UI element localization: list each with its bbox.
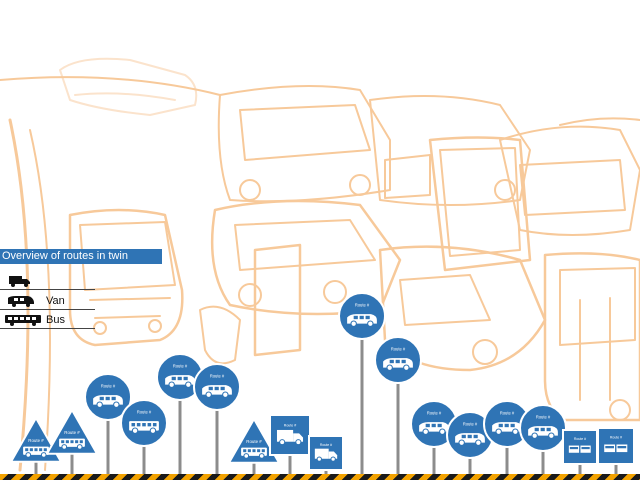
route-sign: Route # [84, 373, 132, 474]
sign-caption: Route # [137, 409, 152, 414]
bus-icon [129, 421, 159, 434]
sign-caption: Route # [610, 435, 622, 439]
legend-item-van: Van [0, 294, 95, 310]
route-sign: Route # [446, 411, 494, 474]
bus-pair-icon [604, 444, 628, 453]
van-icon [6, 294, 36, 313]
sign-plate-square [269, 414, 311, 456]
route-sign: Route # [308, 435, 344, 474]
sign-plate-square [562, 429, 598, 465]
van-icon [419, 422, 449, 435]
sign-caption: Route # [246, 439, 262, 444]
van-icon [347, 314, 377, 327]
truck-icon [314, 448, 338, 462]
sign-caption: Route # [210, 373, 225, 378]
route-sign: Route # [228, 417, 280, 474]
legend-divider [0, 289, 95, 290]
sign-pole [142, 423, 146, 474]
sign-caption: Route # [64, 430, 80, 435]
sign-pole [215, 387, 219, 474]
legend-label-van: Van [46, 295, 65, 307]
legend-item-truck [0, 274, 95, 290]
sign-pole [360, 316, 364, 474]
sign-pole [106, 397, 110, 474]
route-sign: Route # [156, 353, 204, 474]
van-icon [165, 375, 195, 388]
route-sign: Route # [519, 404, 567, 474]
sign-pole [178, 377, 182, 474]
hazard-stripe-ground [0, 474, 640, 480]
sign-caption: Route # [500, 410, 515, 415]
legend-item-bus: Bus [0, 313, 95, 329]
sign-caption: Route # [574, 437, 586, 441]
truck-icon [276, 429, 304, 446]
route-sign: Route # [269, 414, 311, 474]
bus-pair-icon [568, 445, 591, 453]
van-icon [492, 422, 522, 435]
sign-pole [432, 424, 436, 474]
van-icon [383, 358, 413, 371]
sign-plate-square [597, 427, 635, 465]
bus-icon [59, 438, 85, 450]
van-icon [202, 385, 232, 398]
sign-pole [505, 424, 509, 474]
bus-icon [23, 446, 49, 458]
legend-divider [0, 309, 95, 310]
page-title: Overview of routes in twin [0, 249, 162, 264]
legend-divider [0, 328, 95, 329]
sign-caption: Route # [284, 424, 296, 428]
route-sign: Route # [338, 292, 386, 474]
route-sign: Route # [597, 427, 635, 474]
bus-icon [241, 447, 267, 459]
sign-caption: Route # [101, 383, 116, 388]
sign-caption: Route # [536, 414, 551, 419]
route-sign: Route # [193, 363, 241, 474]
legend-label-bus: Bus [46, 314, 65, 326]
sign-caption: Route # [391, 346, 406, 351]
van-icon [455, 433, 485, 446]
sign-caption: Route # [463, 421, 478, 426]
van-icon [528, 426, 558, 439]
sign-caption: Route # [320, 443, 332, 447]
truck-icon [8, 274, 32, 293]
route-sign: Route # [562, 429, 598, 474]
bus-icon [4, 313, 42, 332]
sign-caption: Route # [173, 363, 188, 368]
route-sign: Route # [374, 336, 422, 474]
sign-caption: Route # [427, 410, 442, 415]
sign-caption: Route # [28, 438, 44, 443]
sign-pole [396, 360, 400, 474]
route-sign: Route # [46, 408, 98, 474]
sign-caption: Route # [355, 302, 370, 307]
route-sign: Route # [120, 399, 168, 474]
van-icon [93, 395, 123, 408]
